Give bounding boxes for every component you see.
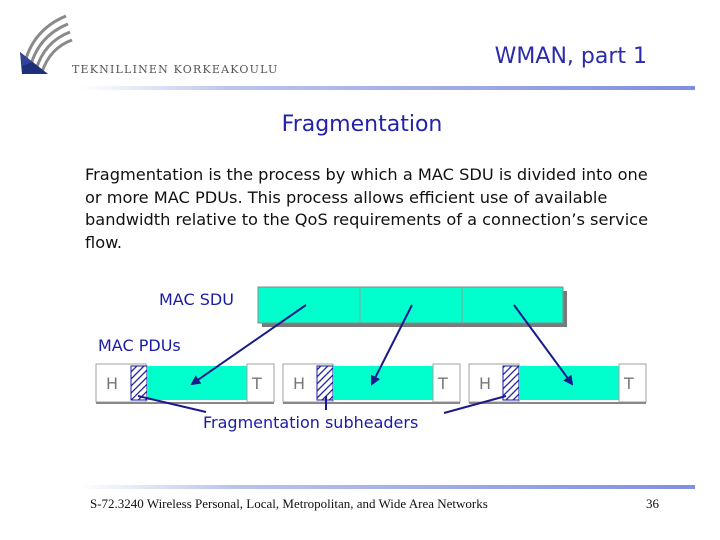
slide-title: Fragmentation	[281, 112, 443, 137]
mac-sdu-label: MAC SDU	[159, 290, 234, 309]
pdu-1-header: H	[106, 374, 118, 393]
pdu-3-trailer: T	[623, 374, 634, 393]
pdu-2-header: H	[293, 374, 305, 393]
pdu-3-header: H	[479, 374, 491, 393]
mac-sdu-block	[257, 286, 567, 327]
page-number: 36	[646, 496, 659, 511]
body-paragraph: Fragmentation is the process by which a …	[85, 165, 649, 252]
mac-pdu-3	[468, 363, 647, 404]
university-name: TEKNILLINEN KORKEAKOULU	[72, 63, 279, 76]
header-divider	[80, 86, 695, 90]
header-title: WMAN, part 1	[494, 44, 647, 69]
pointer-subheader-3	[443, 395, 507, 414]
arrow-sdu-to-pdu-3	[513, 304, 574, 386]
pdu-2-trailer: T	[437, 374, 448, 393]
pointer-subheader-1	[137, 395, 207, 413]
fragmentation-subheaders-label: Fragmentation subheaders	[203, 413, 419, 432]
pdu-1-trailer: T	[251, 374, 262, 393]
arrow-sdu-to-pdu-2	[371, 304, 413, 386]
mac-pdu-1	[95, 363, 275, 404]
footer-divider	[80, 485, 695, 489]
mac-pdu-2	[282, 363, 461, 404]
footer-course: S-72.3240 Wireless Personal, Local, Metr…	[90, 496, 488, 511]
mac-pdus-label: MAC PDUs	[98, 336, 181, 355]
arrow-sdu-to-pdu-1	[190, 304, 307, 386]
university-logo	[20, 14, 73, 74]
